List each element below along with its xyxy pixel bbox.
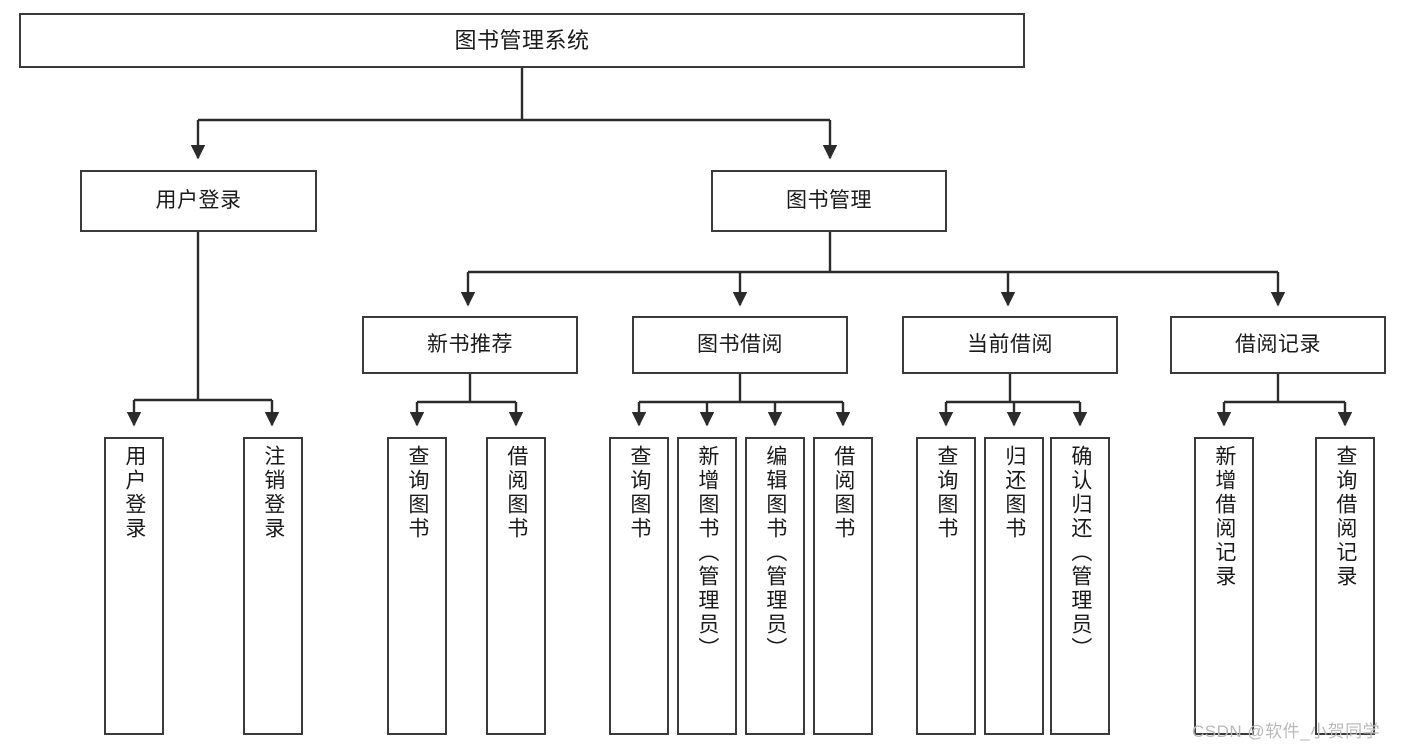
node-label: 查询图书 <box>934 445 958 541</box>
node-label: 查询图书 <box>627 445 651 541</box>
leaf-edit-book-admin[interactable]: 编辑图书（管理员） <box>745 437 805 735</box>
node-label: 查询图书 <box>405 445 429 541</box>
leaf-query-book-current[interactable]: 查询图书 <box>916 437 976 735</box>
leaf-query-book-recommend[interactable]: 查询图书 <box>387 437 447 735</box>
node-root[interactable]: 图书管理系统 <box>19 13 1025 68</box>
node-new-book-recommend[interactable]: 新书推荐 <box>362 316 578 374</box>
node-user-login[interactable]: 用户登录 <box>80 170 317 232</box>
leaf-query-book-borrow[interactable]: 查询图书 <box>609 437 669 735</box>
node-current-borrow[interactable]: 当前借阅 <box>902 316 1118 374</box>
leaf-borrow-book-recommend[interactable]: 借阅图书 <box>486 437 546 735</box>
node-label: 借阅图书 <box>831 445 855 541</box>
node-label: 查询借阅记录 <box>1333 445 1357 589</box>
node-label: 新书推荐 <box>427 332 513 356</box>
node-label: 图书管理系统 <box>454 27 590 53</box>
leaf-borrow-book[interactable]: 借阅图书 <box>813 437 873 735</box>
leaf-add-book-admin[interactable]: 新增图书（管理员） <box>677 437 737 735</box>
node-book-borrow[interactable]: 图书借阅 <box>632 316 848 374</box>
leaf-user-login[interactable]: 用户登录 <box>104 437 164 735</box>
leaf-logout[interactable]: 注销登录 <box>243 437 303 735</box>
node-label: 确认归还（管理员） <box>1068 445 1092 661</box>
node-label: 当前借阅 <box>967 332 1053 356</box>
node-label: 归还图书 <box>1002 445 1026 541</box>
node-label: 用户登录 <box>155 188 242 212</box>
node-book-management[interactable]: 图书管理 <box>711 170 947 232</box>
node-label: 新增图书（管理员） <box>695 445 719 661</box>
node-label: 用户登录 <box>122 445 146 541</box>
leaf-query-borrow-record[interactable]: 查询借阅记录 <box>1315 437 1375 735</box>
node-label: 注销登录 <box>261 445 285 541</box>
node-label: 借阅记录 <box>1235 332 1321 356</box>
leaf-confirm-return-admin[interactable]: 确认归还（管理员） <box>1050 437 1110 735</box>
node-label: 借阅图书 <box>504 445 528 541</box>
leaf-return-book[interactable]: 归还图书 <box>984 437 1044 735</box>
node-label: 图书管理 <box>786 188 872 212</box>
node-label: 新增借阅记录 <box>1212 445 1236 589</box>
leaf-add-borrow-record[interactable]: 新增借阅记录 <box>1194 437 1254 735</box>
node-borrow-record[interactable]: 借阅记录 <box>1170 316 1386 374</box>
watermark: CSDN @软件_小贺同学 <box>1192 722 1381 741</box>
node-label: 图书借阅 <box>697 332 783 356</box>
node-label: 编辑图书（管理员） <box>763 445 787 661</box>
